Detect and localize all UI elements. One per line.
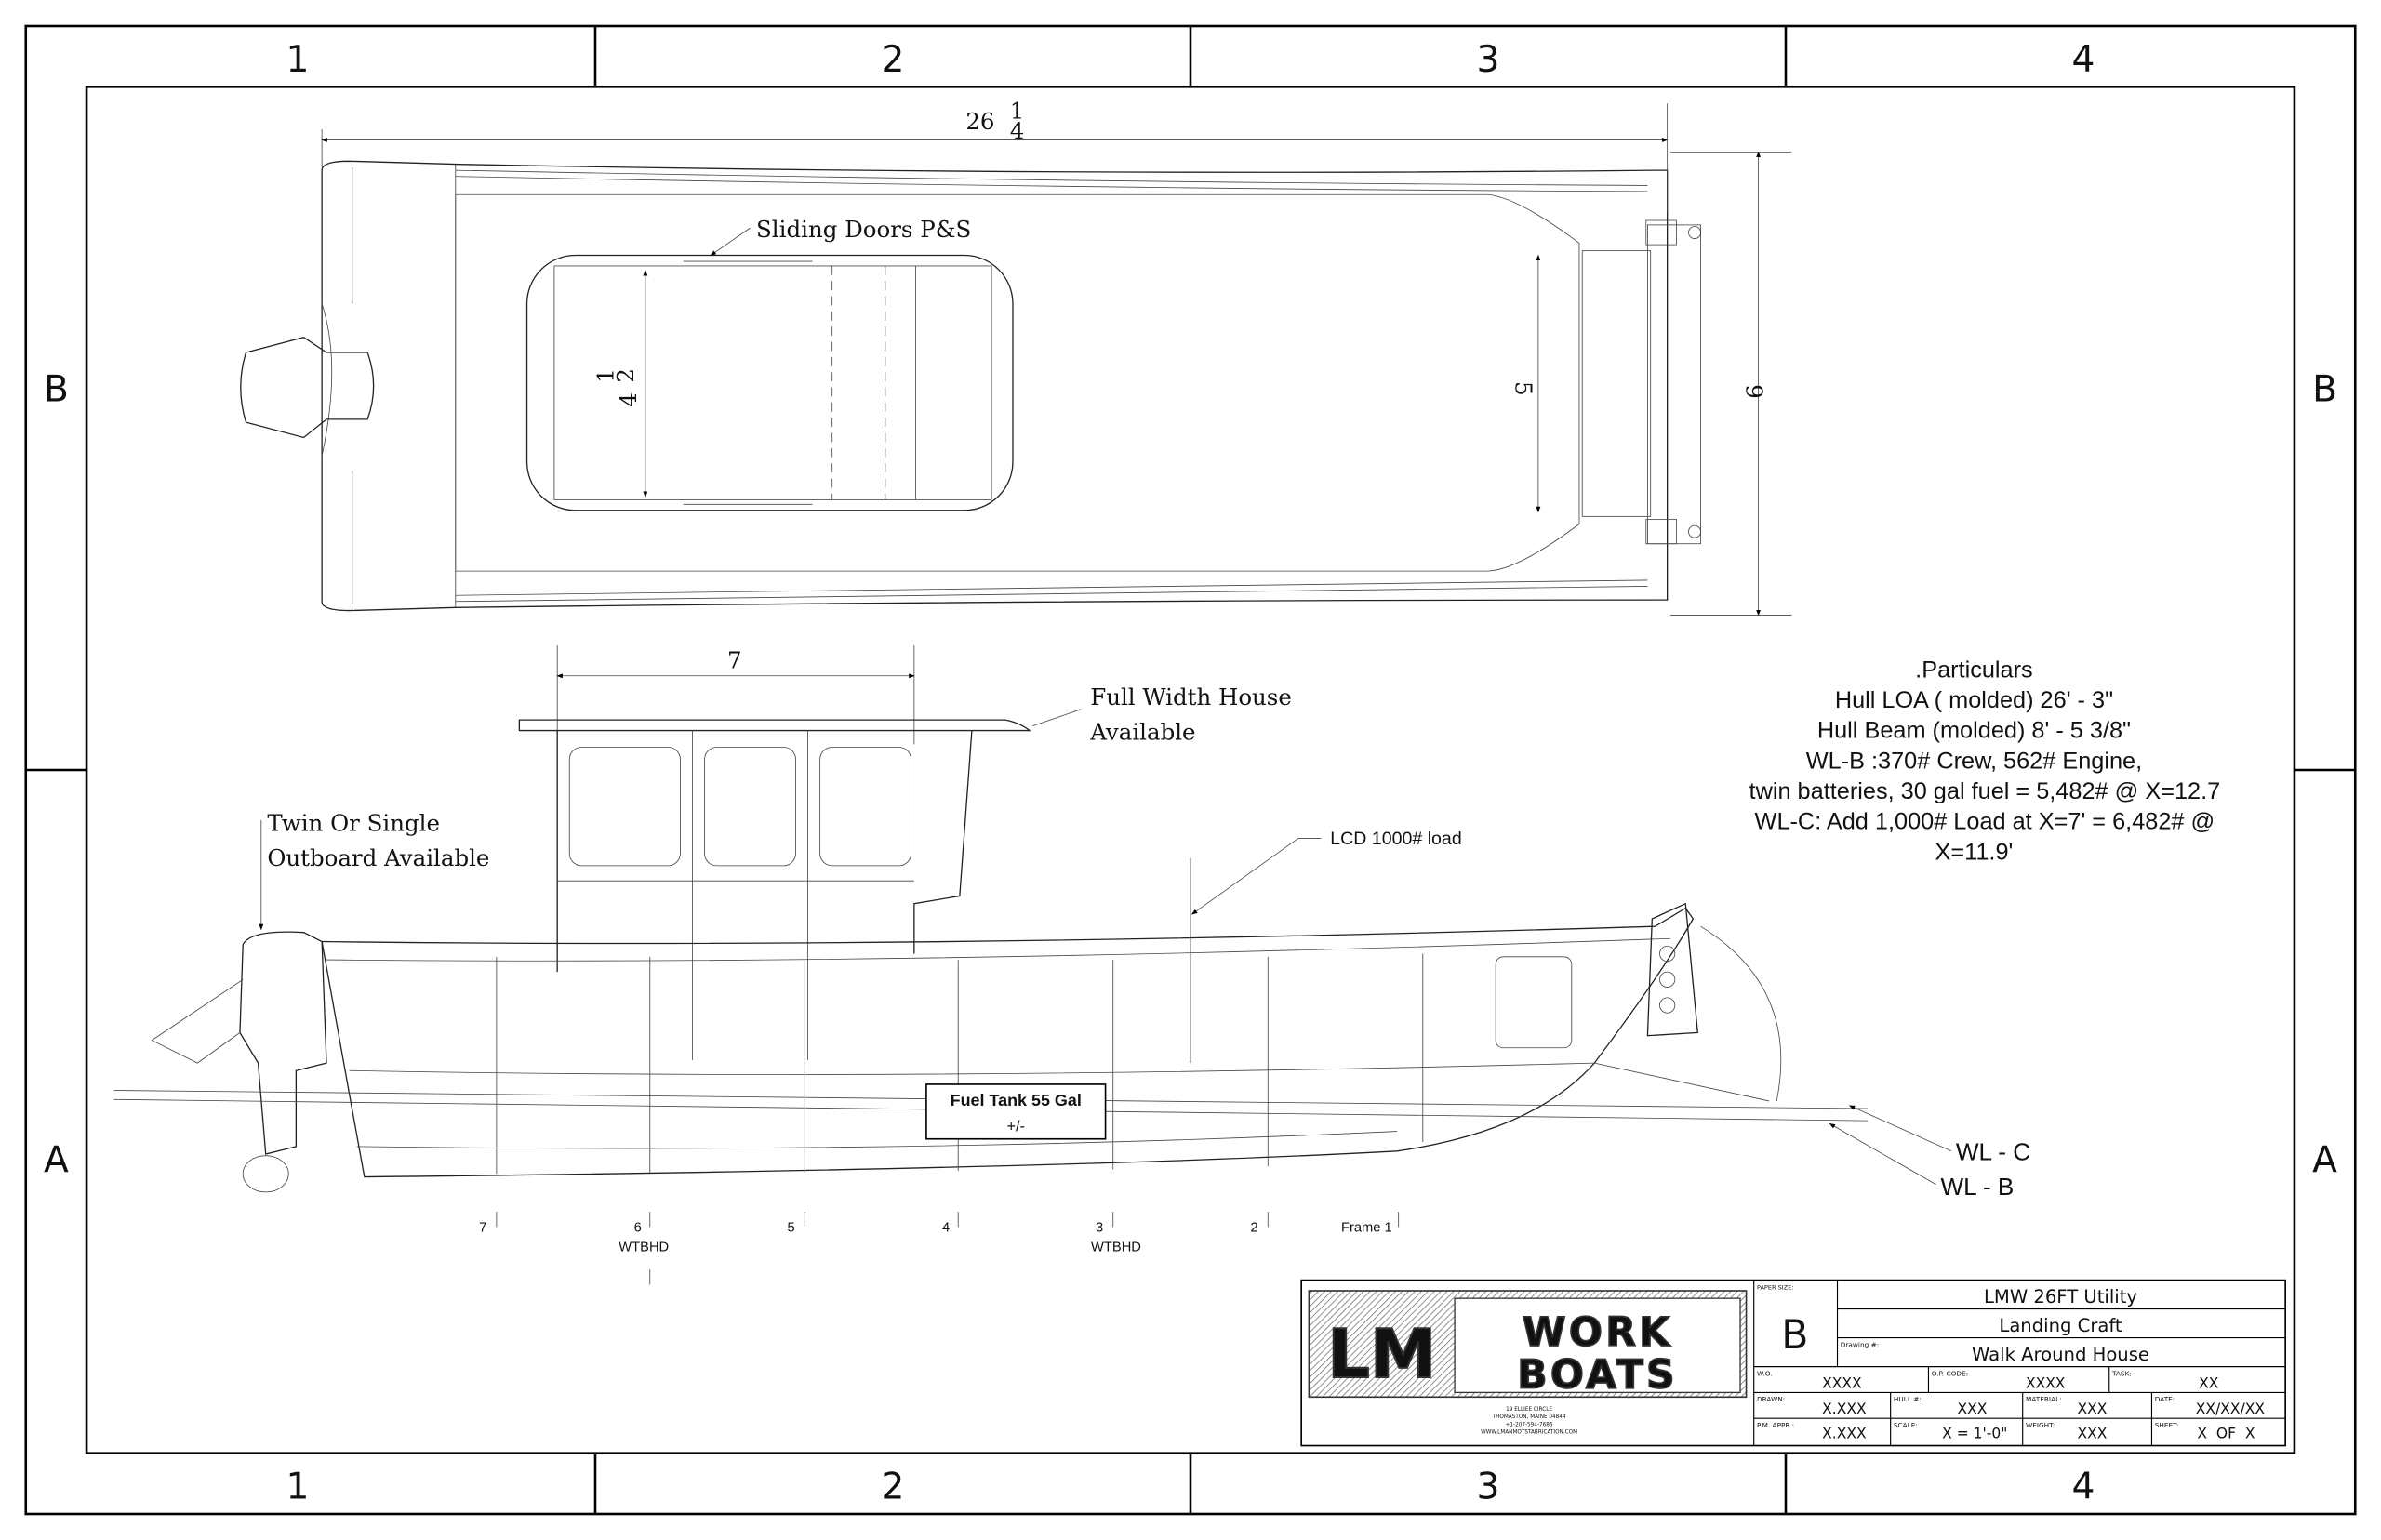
outboard-note-2: Outboard Available	[267, 844, 489, 871]
full-width-note-2: Available	[1089, 718, 1195, 745]
frame-label: 7	[479, 1220, 486, 1235]
material-label: MATERIAL:	[2026, 1395, 2062, 1403]
op-code-value: XXXX	[2026, 1374, 2066, 1391]
particulars-line: WL-B :370# Crew, 562# Engine,	[1806, 748, 2142, 774]
plan-view: 26 1 4 9 5 4 1 2 Sliding Doors P&S	[240, 98, 1792, 617]
full-width-note-1: Full Width House	[1090, 684, 1292, 710]
wo-label: W.O.	[1757, 1369, 1773, 1377]
scale-value: X = 1'-0"	[1942, 1425, 2007, 1441]
drawn-value: X.XXX	[1822, 1401, 1867, 1417]
sheet-label: SHEET:	[2155, 1421, 2179, 1429]
title-line-2: Landing Craft	[1999, 1315, 2122, 1336]
overall-length-frac-den: 4	[1010, 117, 1025, 144]
particulars-line: Hull LOA ( molded) 26' - 3"	[1835, 687, 2113, 713]
company-logo: LM WORK BOATS	[1308, 1290, 1748, 1399]
frame-label: 3	[1096, 1220, 1103, 1235]
date-label: DATE:	[2155, 1395, 2175, 1403]
zone-row-a-right: A	[2312, 1140, 2337, 1182]
title-line-1: LMW 26FT Utility	[1984, 1286, 2137, 1308]
frame-sub: WTBHD	[1091, 1241, 1141, 1255]
cabin-width-frac-num: 1	[592, 368, 619, 383]
fuel-tank-tolerance: +/-	[1006, 1119, 1025, 1135]
zone-col-1-bottom: 1	[286, 1467, 310, 1508]
address-line: 19 ELLIEE CIRCLE	[1506, 1407, 1552, 1413]
particulars-line: X=11.9'	[1935, 839, 2014, 865]
date-value: XX/XX/XX	[2196, 1401, 2266, 1417]
overall-length-dim: 26	[965, 108, 994, 135]
frame-lines	[496, 953, 1424, 1175]
cabin-width-dim: 4	[615, 392, 642, 407]
drawn-label: DRAWN:	[1757, 1395, 1785, 1403]
hull-label: HULL #:	[1894, 1395, 1922, 1403]
paper-size: B	[1781, 1313, 1808, 1359]
pm-appr-label: P.M. APPR.:	[1757, 1421, 1794, 1429]
weight-label: WEIGHT:	[2026, 1421, 2055, 1429]
cabin-top	[525, 254, 1014, 511]
zone-labels: 1 2 3 4 1 2 3 4 B B A A	[44, 39, 2337, 1508]
zone-row-b-right: B	[2312, 368, 2337, 410]
frame-label: 6	[634, 1220, 642, 1235]
logo-boats: BOATS	[1517, 1352, 1678, 1398]
weight-value: XXX	[2077, 1425, 2107, 1441]
outboard-motor-side	[239, 931, 327, 1155]
address-line: +1-207-594-7686	[1506, 1422, 1553, 1427]
beam-dim: 9	[1741, 384, 1768, 399]
zone-col-1-top: 1	[286, 39, 310, 81]
frame-label: 2	[1250, 1220, 1257, 1235]
task-label: TASK:	[2111, 1369, 2132, 1377]
address-line: THOMASTON, MAINE 04844	[1492, 1414, 1566, 1420]
house-length-dim: 7	[727, 647, 742, 674]
frame-label: 5	[788, 1220, 795, 1235]
frame-label: Frame 1	[1341, 1220, 1392, 1235]
task-value: XX	[2199, 1374, 2219, 1391]
zone-col-4-bottom: 4	[2072, 1467, 2095, 1508]
wl-c-label: WL - C	[1956, 1138, 2030, 1166]
pm-appr-value: X.XXX	[1822, 1425, 1867, 1441]
wl-b-label: WL - B	[1941, 1173, 2015, 1201]
logo-work: WORK	[1523, 1310, 1673, 1356]
op-code-label: O.P. CODE:	[1932, 1369, 1968, 1377]
frame-labels	[496, 1212, 1400, 1285]
zone-col-2-bottom: 2	[882, 1467, 905, 1508]
fuel-tank: Fuel Tank 55 Gal +/-	[925, 1083, 1107, 1140]
overall-length-frac-num: 1	[1010, 98, 1025, 125]
hull-value: XXX	[1957, 1401, 1987, 1417]
scale-label: SCALE:	[1894, 1421, 1918, 1429]
frame-label: 4	[942, 1220, 950, 1235]
title-block: LM WORK BOATS 19 ELLIEE CIRCLE THOMASTON…	[1300, 1279, 2286, 1447]
paper-size-label: PAPER SIZE:	[1757, 1283, 1793, 1291]
particulars-line: WL-C: Add 1,000# Load at X=7' = 6,482# @	[1755, 809, 2215, 835]
material-value: XXX	[2077, 1401, 2107, 1417]
fuel-tank-label: Fuel Tank 55 Gal	[951, 1091, 1082, 1109]
particulars-line: Hull Beam (molded) 8' - 5 3/8"	[1817, 718, 2131, 744]
lcd-note: LCD 1000# load	[1330, 829, 1462, 849]
zone-col-3-top: 3	[1477, 39, 1500, 81]
outboard-note-1: Twin Or Single	[267, 809, 440, 836]
particulars-line: twin batteries, 30 gal fuel = 5,482# @ X…	[1749, 778, 2221, 804]
sheet-border	[24, 24, 2357, 1516]
sheet-value: X OF X	[2197, 1425, 2255, 1441]
zone-col-4-top: 4	[2072, 39, 2095, 81]
wo-value: XXXX	[1822, 1374, 1862, 1391]
house-roof	[518, 719, 1031, 732]
frame-sub: WTBHD	[619, 1241, 669, 1255]
zone-row-b-left: B	[44, 368, 69, 410]
particulars-heading: .Particulars	[1915, 657, 2033, 683]
inner-width-dim: 5	[1510, 381, 1536, 396]
logo-lm: LM	[1327, 1315, 1436, 1393]
cabin-width-frac-den: 2	[612, 368, 639, 383]
profile-view: 7 Full Width House Available Twin Or Sin…	[113, 645, 2030, 1285]
house	[556, 730, 973, 973]
title-line-3: Walk Around House	[1972, 1344, 2149, 1365]
zone-col-3-bottom: 3	[1477, 1467, 1500, 1508]
zone-col-2-top: 2	[882, 39, 905, 81]
particulars: .Particulars Hull LOA ( molded) 26' - 3"…	[1749, 657, 2221, 865]
drawing-no-label: Drawing #:	[1841, 1340, 1879, 1348]
zone-row-a-left: A	[44, 1140, 69, 1182]
outboard-motor-top	[240, 336, 375, 439]
address-line: WWW.LMANMOTSTABRICATION.COM	[1481, 1429, 1577, 1435]
sliding-doors-note: Sliding Doors P&S	[756, 216, 971, 243]
